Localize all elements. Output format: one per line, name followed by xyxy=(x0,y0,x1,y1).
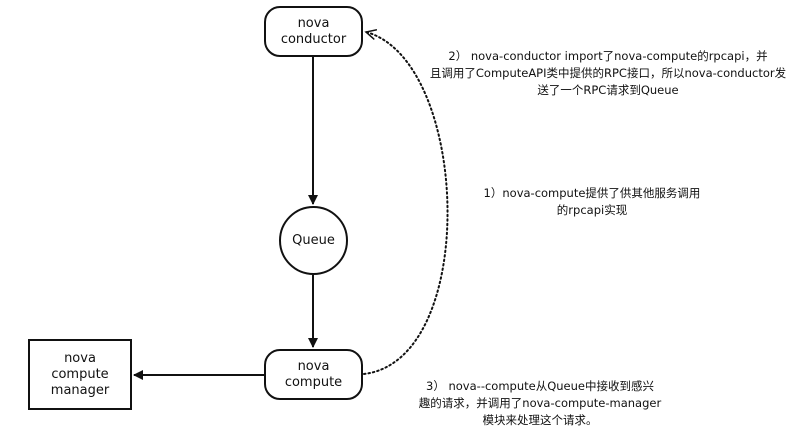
node-label: nova xyxy=(297,15,330,31)
nova-conductor-node: nova conductor xyxy=(264,6,363,57)
annotation-line: 且调用了ComputeAPI类中提供的RPC接口，所以nova-conducto… xyxy=(429,66,787,80)
nova-compute-manager-node: nova compute manager xyxy=(28,339,132,410)
node-label: compute xyxy=(284,374,343,390)
node-label: nova xyxy=(64,350,96,366)
annotation-step-3: 3） nova--compute从Queue中接收到感兴 趣的请求，并调用了no… xyxy=(404,378,676,429)
queue-node: Queue xyxy=(279,206,348,275)
annotation-line: 1）nova-compute提供了供其他服务调用 xyxy=(483,186,701,200)
node-label: nova xyxy=(297,358,330,374)
node-label: compute xyxy=(51,366,109,382)
annotation-line: 的rpcapi实现 xyxy=(556,203,628,217)
annotation-line: 3） nova--compute从Queue中接收到感兴 xyxy=(426,379,654,393)
annotation-line: 趣的请求，并调用了nova-compute-manager xyxy=(418,396,662,410)
annotation-line: 送了一个RPC请求到Queue xyxy=(537,83,679,97)
node-label: manager xyxy=(50,382,110,398)
annotation-line: 2） nova-conductor import了nova-compute的rp… xyxy=(448,49,768,63)
node-label: Queue xyxy=(292,232,335,248)
node-label: conductor xyxy=(280,31,347,47)
annotation-step-2: 2） nova-conductor import了nova-compute的rp… xyxy=(422,48,794,99)
annotation-step-1: 1）nova-compute提供了供其他服务调用 的rpcapi实现 xyxy=(462,185,722,219)
nova-compute-node: nova compute xyxy=(264,349,363,400)
annotation-line: 模块来处理这个请求。 xyxy=(482,413,598,427)
dotted-arrow-compute-to-conductor xyxy=(363,32,449,375)
